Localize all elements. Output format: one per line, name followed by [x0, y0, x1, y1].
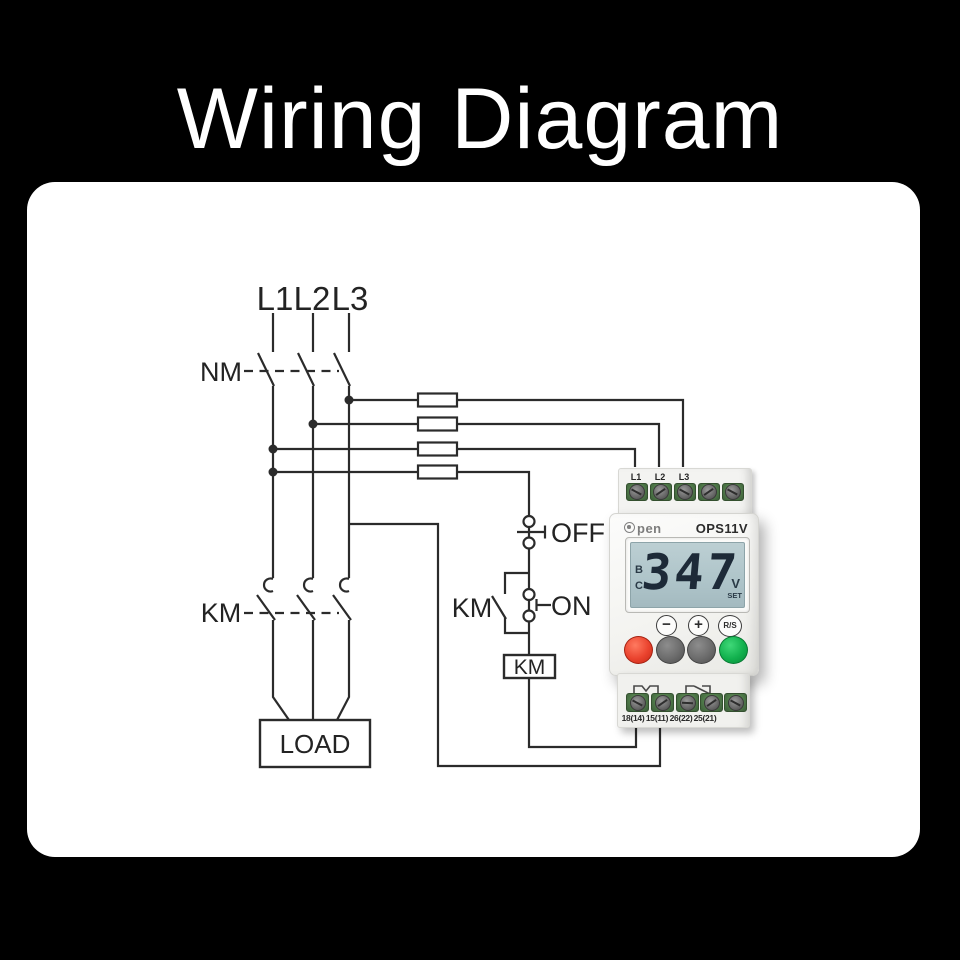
off-button-label: OFF [551, 518, 605, 548]
terminal-15-11 [651, 693, 674, 712]
terminal-l3 [674, 483, 696, 501]
run-stop-button [719, 636, 748, 664]
fuse-3 [416, 441, 459, 457]
plus-button [687, 636, 716, 664]
phase-label-l1: L1 [257, 280, 294, 317]
control-circuit [349, 514, 662, 768]
lcd-row-b: B [635, 564, 643, 576]
lcd-set-indicator: SET [727, 591, 742, 600]
terminal-top-4 [698, 483, 720, 501]
aux-contact-label: KM [452, 593, 493, 623]
device-top-terminal-block: L1 L2 L3 [618, 468, 752, 516]
km-contactor [244, 577, 352, 721]
fuse-1 [416, 392, 459, 408]
model-text: OPS11V [695, 521, 748, 536]
load-box [258, 718, 372, 769]
device-body: pen OPS11V B C 347 V SET − + R/S [609, 513, 759, 676]
brand-text: pen [637, 521, 662, 536]
minus-button-label: − [656, 615, 677, 636]
terminal-26-22 [676, 693, 699, 712]
device-header: pen OPS11V [624, 521, 748, 536]
page-title: Wiring Diagram [176, 71, 784, 167]
terminal-label-l2: L2 [654, 472, 666, 482]
diagram-panel [27, 182, 920, 857]
terminal-label-25-21: 25(21) [693, 713, 717, 723]
fuse-wires [268, 392, 685, 516]
voltage-protector-device: L1 L2 L3 pen OPS11V B C 347 V SET [609, 462, 759, 728]
plus-button-label: + [688, 615, 709, 636]
terminal-label-26-22: 26(22) [669, 713, 693, 723]
terminal-label-18-14: 18(14) [621, 713, 645, 723]
terminal-label-l1: L1 [630, 472, 642, 482]
phase-label-l3: L3 [332, 280, 369, 317]
load-label: LOAD [280, 729, 351, 759]
terminal-18-14 [626, 693, 649, 712]
on-button-label: ON [551, 591, 592, 621]
lcd-bezel: B C 347 V SET [625, 537, 750, 613]
coil-label: KM [514, 656, 546, 679]
terminal-label-l3: L3 [678, 472, 690, 482]
fuse-2 [416, 416, 459, 432]
fuse-4 [416, 464, 459, 480]
brand-logo-icon [624, 522, 635, 533]
terminal-bottom-5 [724, 693, 747, 712]
red-button [624, 636, 653, 664]
minus-button [656, 636, 685, 664]
phase-label-l2: L2 [294, 280, 331, 317]
lcd-unit: V [731, 576, 740, 591]
device-bottom-terminal-block: 18(14) 15(11) 26(22) 25(21) [617, 673, 750, 728]
phase-feeders [244, 313, 351, 578]
terminal-label-15-11: 15(11) [645, 713, 669, 723]
terminal-l2 [650, 483, 672, 501]
terminal-l1 [626, 483, 648, 501]
rs-button-label: R/S [718, 615, 742, 637]
load [258, 718, 372, 769]
contactor-label: KM [201, 598, 242, 628]
terminal-25-21 [700, 693, 723, 712]
lcd-row-c: C [635, 580, 643, 592]
breaker-label: NM [200, 357, 242, 387]
terminal-top-5 [722, 483, 744, 501]
lcd-screen: B C 347 V SET [630, 542, 745, 608]
